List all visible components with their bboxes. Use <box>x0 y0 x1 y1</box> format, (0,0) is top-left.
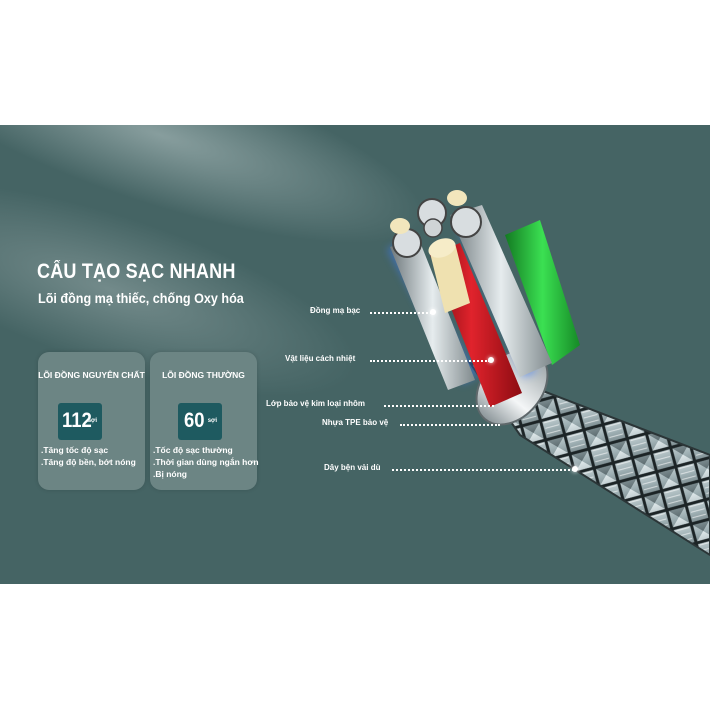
strand-unit: sợi <box>87 418 97 424</box>
callout-dot <box>572 466 578 472</box>
leader-line <box>400 424 500 426</box>
feature-item: .Tốc độ sạc thường <box>153 445 233 455</box>
leader-line <box>370 360 490 362</box>
strand-count: 112 <box>62 409 92 432</box>
feature-list: .Tốc độ sạc thường .Thời gian dùng ngắn … <box>153 444 259 480</box>
page-title: CẤU TẠO SẠC NHANH <box>37 260 236 283</box>
callout-insulation-material: Vật liệu cách nhiệt <box>285 354 356 363</box>
card-title: LÕI ĐỒNG THƯỜNG <box>162 370 245 380</box>
strand-count-badge: 60 sợi <box>178 403 222 440</box>
feature-item: .Tăng tốc độ sạc <box>41 445 109 455</box>
strand-count-badge: 112 sợi <box>58 403 102 440</box>
strand-count: 60 <box>184 409 205 432</box>
page-subtitle: Lõi đồng mạ thiếc, chống Oxy hóa <box>38 290 244 306</box>
callout-silver-plated-copper: Đồng mạ bạc <box>310 306 361 315</box>
leader-line <box>384 405 494 407</box>
leader-line <box>392 469 574 471</box>
feature-item: .Thời gian dùng ngắn hơn <box>153 457 259 467</box>
feature-item: .Tăng độ bền, bớt nóng <box>41 457 136 467</box>
callout-nylon-braid: Dây bện vải dù <box>324 463 381 472</box>
card-regular-copper-core: LÕI ĐỒNG THƯỜNG 60 sợi .Tốc độ sạc thườn… <box>150 352 259 490</box>
strand-unit: sợi <box>207 418 217 424</box>
feature-list: .Tăng tốc độ sạc .Tăng độ bền, bớt nóng <box>41 444 136 468</box>
card-title: LÕI ĐỒNG NGUYÊN CHẤT <box>38 370 145 380</box>
product-banner: CẤU TẠO SẠC NHANH Lõi đồng mạ thiếc, chố… <box>0 125 710 584</box>
leader-line <box>370 312 432 314</box>
card-pure-copper-core: LÕI ĐỒNG NGUYÊN CHẤT 112 sợi .Tăng tốc đ… <box>38 352 145 490</box>
feature-item: .Bị nóng <box>153 469 187 479</box>
callout-tpe-jacket: Nhựa TPE bảo vệ <box>322 418 389 427</box>
callout-dot <box>488 357 494 363</box>
callout-aluminum-shield: Lớp bảo vệ kim loại nhôm <box>266 399 366 408</box>
callout-dot <box>430 309 436 315</box>
